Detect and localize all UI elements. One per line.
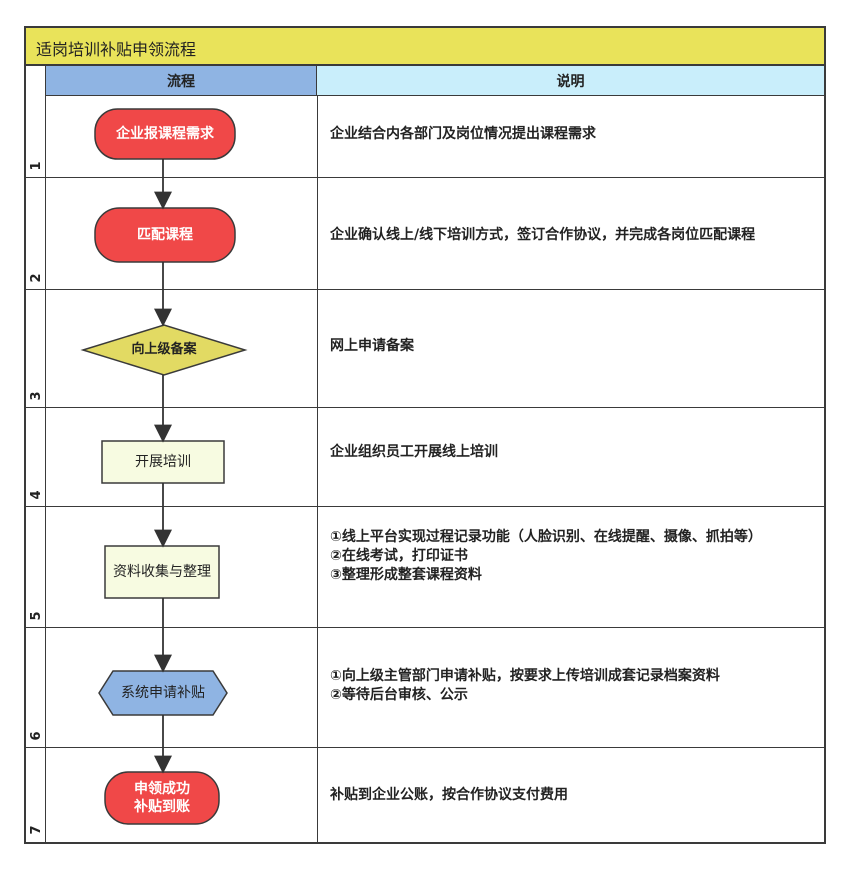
- connector-arrows: [80, 108, 248, 825]
- column-divider: [317, 96, 318, 178]
- flow-node-5: [104, 545, 220, 599]
- flow-node-label: 资料收集与整理: [113, 564, 211, 580]
- flow-node-label: 开展培训: [135, 454, 191, 470]
- description-line: 网上申请备案: [330, 337, 414, 354]
- step-number-column: [26, 66, 46, 842]
- description-line: 补贴到企业公账，按合作协议支付费用: [330, 786, 568, 803]
- description-line: ③整理形成整套课程资料: [330, 566, 482, 583]
- description-line: ②等待后台审核、公示: [330, 687, 468, 703]
- step-description: ①线上平台实现过程记录功能（人脸识别、在线提醒、摄像、抓拍等） ②在线考试，打印证…: [330, 528, 762, 585]
- description-line: ①向上级主管部门申请补贴，按要求上传培训成套记录档案资料: [330, 668, 720, 684]
- step-row-4: 4: [26, 408, 824, 507]
- column-divider: [317, 290, 318, 408]
- row-divider: [26, 289, 824, 290]
- row-divider: [26, 177, 824, 178]
- description-line: ②在线考试，打印证书: [330, 547, 468, 564]
- flow-node-label: 企业报课程需求: [116, 126, 214, 142]
- description-line: 企业确认线上/线下培训方式，签订合作协议，并完成各岗位匹配课程: [330, 226, 756, 243]
- step-description: 网上申请备案: [330, 337, 414, 356]
- column-divider: [317, 628, 318, 748]
- step-row-7: 7: [26, 748, 824, 842]
- description-line: 企业结合内各部门及岗位情况提出课程需求: [330, 125, 596, 142]
- flow-node-1: [94, 108, 236, 160]
- flow-node-label: 系统申请补贴: [121, 685, 205, 701]
- step-row-2: 2: [26, 178, 824, 290]
- header-flow: 流程: [46, 66, 317, 96]
- step-row-1: 1: [26, 96, 824, 178]
- row-divider: [26, 407, 824, 408]
- step-description: 企业组织员工开展线上培训: [330, 443, 498, 462]
- description-line: 企业组织员工开展线上培训: [330, 443, 498, 460]
- flow-node-label: 向上级备案: [131, 342, 197, 357]
- description-line: ①线上平台实现过程记录功能（人脸识别、在线提醒、摄像、抓拍等）: [330, 528, 762, 545]
- column-divider: [317, 178, 318, 290]
- step-description: 企业确认线上/线下培训方式，签订合作协议，并完成各岗位匹配课程: [330, 226, 755, 245]
- row-divider: [26, 627, 824, 628]
- flow-node-label: 申领成功补贴到账: [134, 781, 190, 815]
- page-title: 适岗培训补贴申领流程: [36, 40, 197, 59]
- step-description: 补贴到企业公账，按合作协议支付费用: [330, 786, 568, 805]
- flow-node-6: [98, 670, 228, 716]
- row-divider: [26, 506, 824, 507]
- step-description: ①向上级主管部门申请补贴，按要求上传培训成套记录档案资料 ②等待后台审核、公示: [330, 667, 720, 705]
- title-bar: 适岗培训补贴申领流程: [26, 28, 824, 66]
- step-description: 企业结合内各部门及岗位情况提出课程需求: [330, 125, 596, 144]
- flow-node-3: [80, 324, 248, 376]
- header-description: 说明: [317, 66, 824, 96]
- column-divider: [317, 748, 318, 842]
- flow-node-label: 匹配课程: [137, 227, 193, 243]
- step-row-5: 5: [26, 507, 824, 628]
- row-divider: [26, 747, 824, 748]
- column-divider: [317, 507, 318, 628]
- step-row-3: 3: [26, 290, 824, 408]
- column-divider: [317, 408, 318, 507]
- flow-node-4: [101, 440, 225, 484]
- step-row-6: 6: [26, 628, 824, 748]
